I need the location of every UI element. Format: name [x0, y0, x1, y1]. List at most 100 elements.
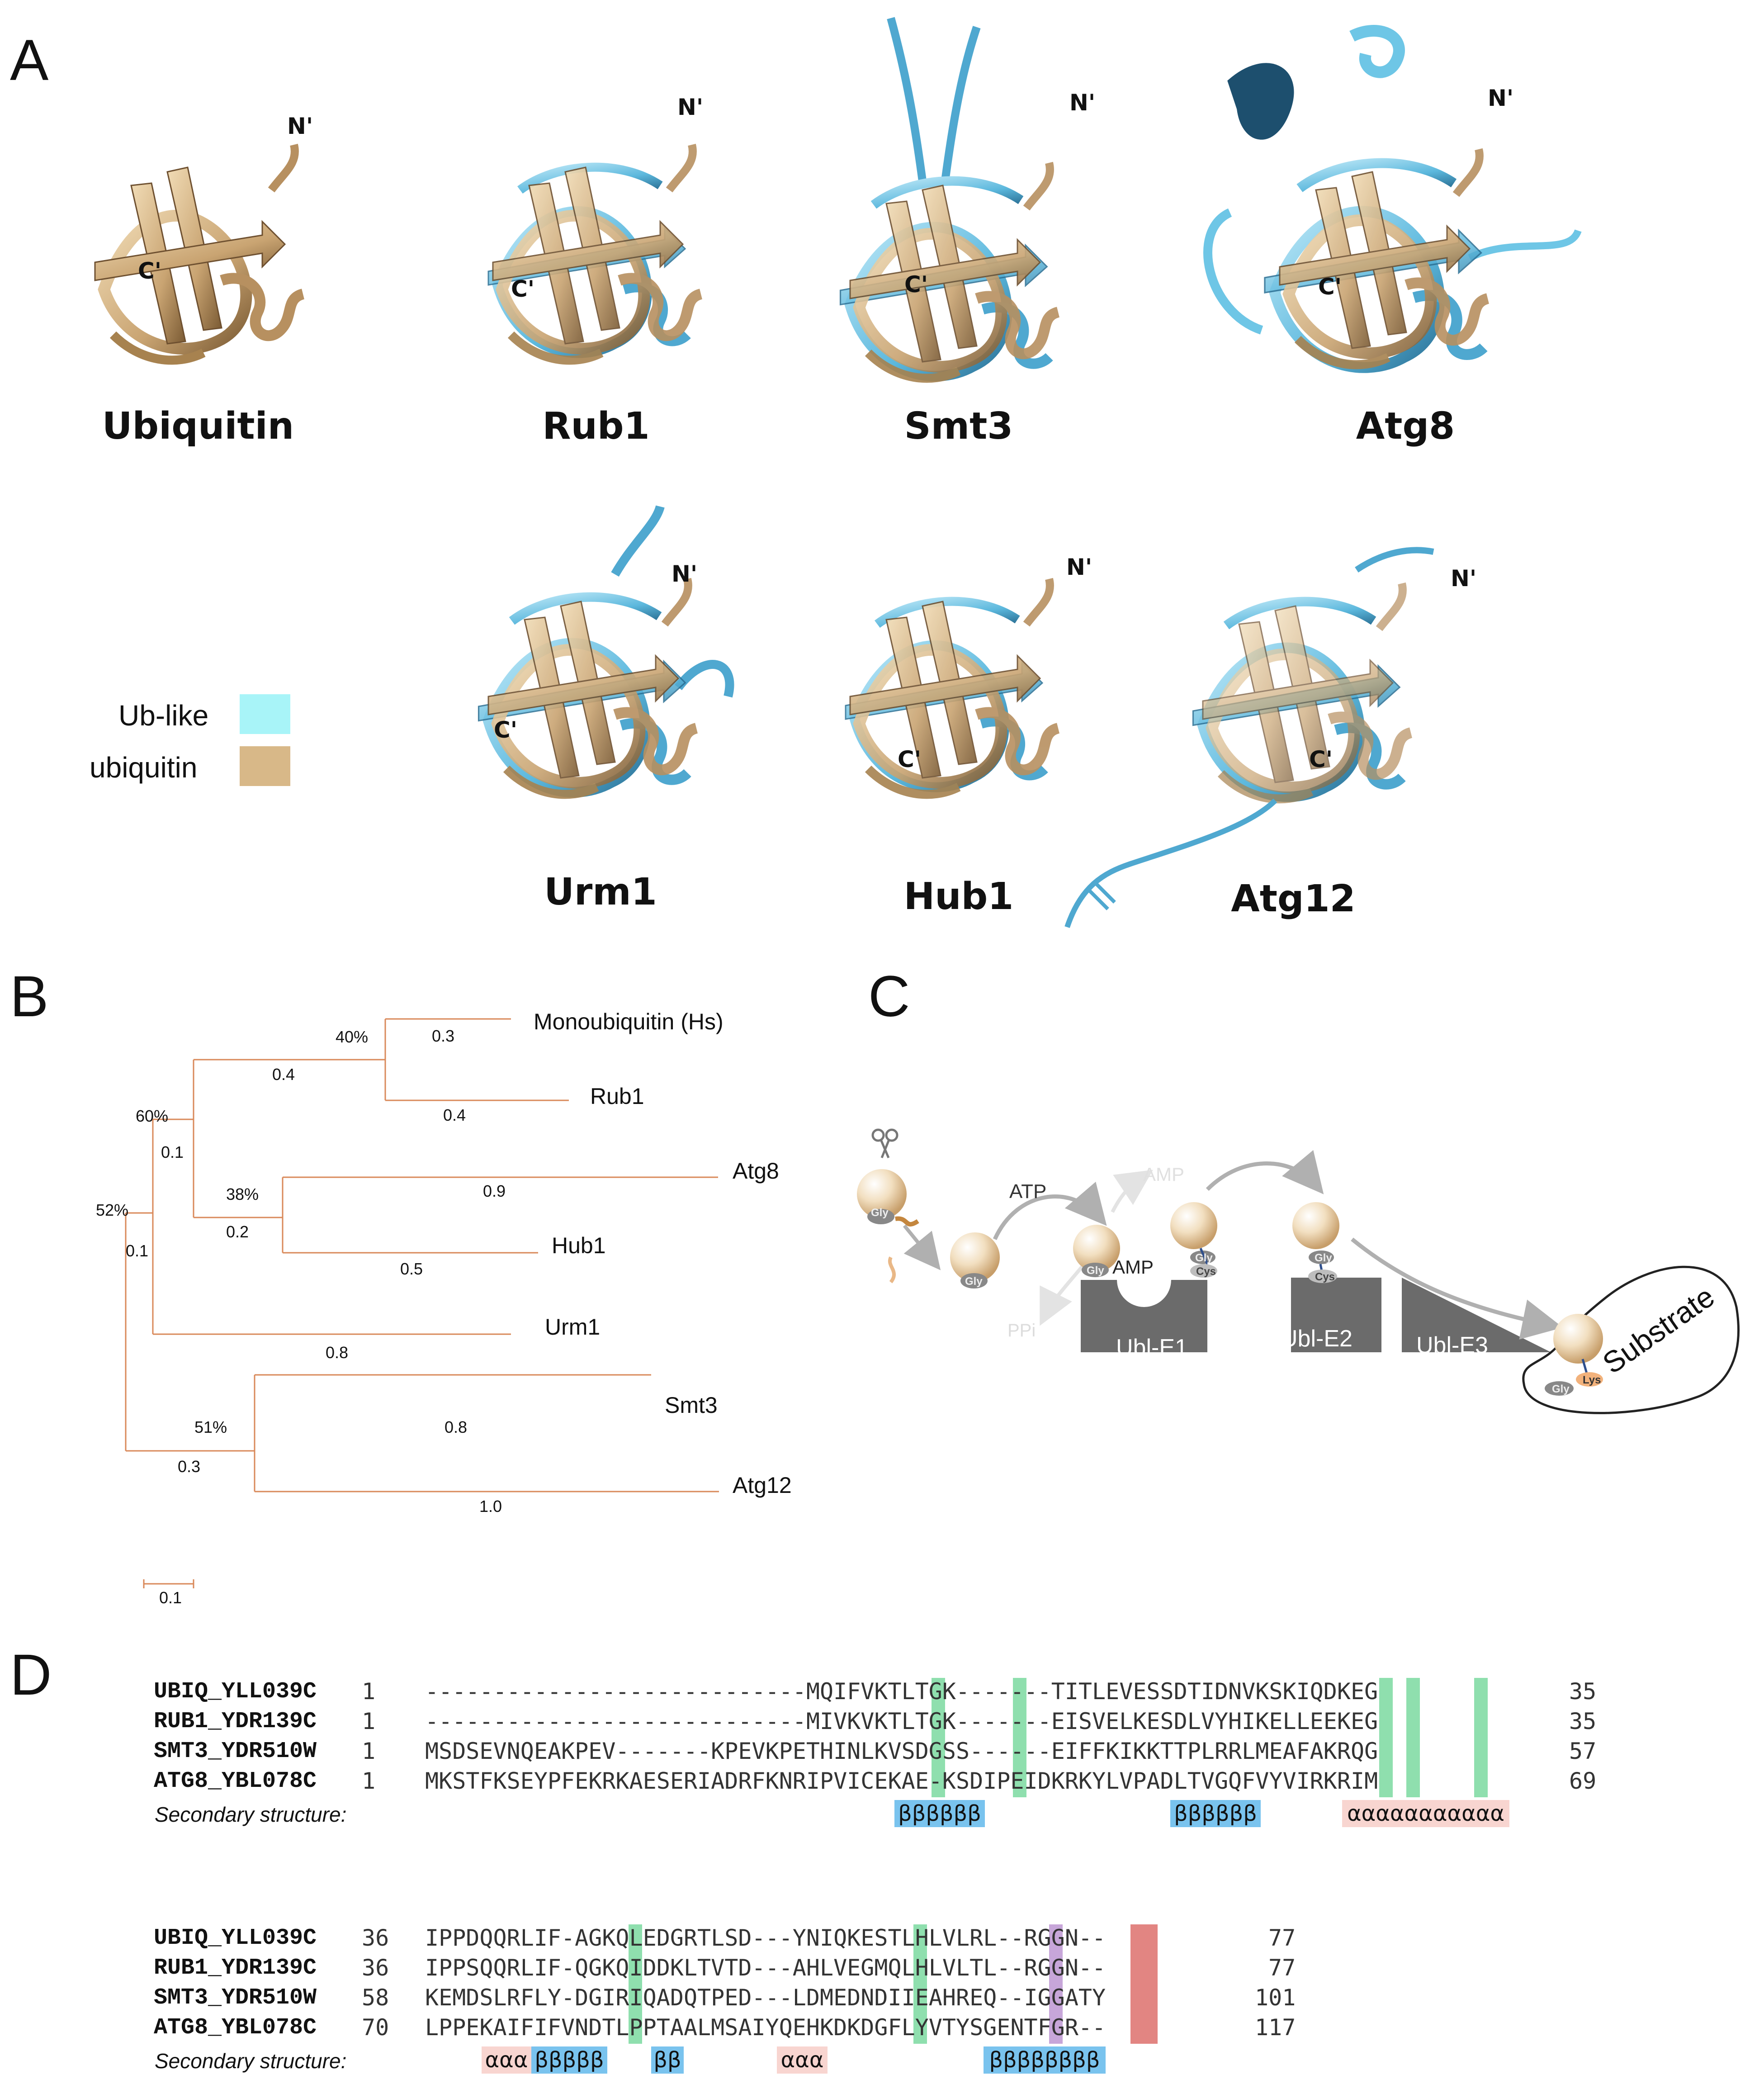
seq-end: 77	[1268, 1925, 1296, 1951]
highlight-conserved	[1474, 1678, 1488, 1797]
legend-label-ubiquitin: ubiquitin	[90, 751, 198, 784]
seq-name: SMT3_YDR510W	[154, 1738, 317, 1764]
pathway-label-amp: AMP	[1112, 1256, 1154, 1278]
lys-tag: Lys	[1583, 1374, 1601, 1386]
ubl-conjugation-pathway	[857, 1128, 1740, 1414]
tree-leaf-monoubiquitin: Monoubiquitin (Hs)	[534, 1009, 724, 1034]
seq-end: 35	[1569, 1708, 1597, 1734]
seq-end: 117	[1255, 2014, 1296, 2041]
highlight-conserved	[1406, 1678, 1420, 1797]
bootstrap-60: 60%	[136, 1107, 169, 1125]
seq-name: RUB1_YDR139C	[154, 1955, 317, 1981]
seq-residues: KEMDSLRFLY-DGIRIQADQTPED---LDMEDNDIIEAHR…	[425, 1985, 1106, 2011]
seq-residues: ----------------------------MIVKVKTLTGK-…	[425, 1708, 1378, 1734]
c-term-urm1: C'	[494, 717, 518, 743]
secondary-structure-label: Secondary structure:	[155, 2049, 347, 2073]
n-term-urm1: N'	[672, 561, 698, 587]
panel-a-letter: A	[10, 28, 49, 93]
legend-swatch-ubiquitin	[240, 746, 290, 786]
c-term-ubiquitin: C'	[138, 258, 162, 284]
seq-residues: ----------------------------MQIFVKTLTGK-…	[425, 1678, 1378, 1705]
alignment-block-2	[0, 1911, 1764, 2065]
seq-start: 36	[362, 1925, 389, 1951]
highlight-conserved	[913, 1924, 927, 2044]
n-term-hub1: N'	[1066, 554, 1092, 580]
seq-name: SMT3_YDR510W	[154, 1985, 317, 2011]
tree-leaf-hub1: Hub1	[552, 1233, 606, 1258]
cys-tag: Cys	[1315, 1271, 1335, 1283]
highlight-conserved-k	[932, 1678, 945, 1797]
branch-length: 0.4	[272, 1065, 295, 1084]
seq-residues: MKSTFKSEYPFEKRKAESERIADRFKNRIPVICEKAE-KS…	[425, 1768, 1378, 1794]
seq-residues: IPPSQQRLIF-QGKQIDDKLTVTD---AHLVEGMQLHLVL…	[425, 1955, 1106, 1981]
pathway-label-atp: ATP	[1009, 1180, 1047, 1203]
phylogenetic-tree	[125, 1018, 719, 1588]
ss-beta-strand: ββ	[651, 2046, 684, 2074]
seq-residues: LPPEKAIFIFVNDTLPPTAALMSAIYQEHKDKDGFLYVTY…	[425, 2014, 1106, 2041]
branch-length: 0.5	[400, 1260, 423, 1278]
alignment-block-1	[0, 1664, 1764, 1818]
structure-name-hub1: Hub1	[903, 875, 1014, 918]
scale-bar-label: 0.1	[159, 1588, 182, 1607]
tree-leaf-atg8: Atg8	[733, 1158, 779, 1184]
cys-tag: Cys	[1196, 1265, 1216, 1278]
branch-length: 0.1	[161, 1143, 184, 1161]
branch-length: 0.8	[445, 1418, 468, 1436]
seq-residues: IPPDQQRLIF-AGKQLEDGRTLSD---YNIQKESTLHLVL…	[425, 1925, 1106, 1951]
branch-length: 0.1	[126, 1241, 149, 1260]
n-term-atg8: N'	[1488, 85, 1514, 111]
branch-length: 0.2	[226, 1222, 249, 1241]
gly-tag: Gly	[871, 1207, 889, 1219]
structure-name-smt3: Smt3	[904, 405, 1013, 448]
c-term-rub1: C'	[511, 276, 535, 302]
legend-swatch-ublike	[240, 694, 290, 734]
enzyme-label-e1: Ubl-E1	[1116, 1335, 1188, 1361]
c-term-hub1: C'	[898, 746, 922, 772]
structure-name-atg8: Atg8	[1356, 405, 1455, 448]
branch-length: 0.3	[432, 1027, 455, 1045]
seq-name: UBIQ_YLL039C	[154, 1925, 317, 1951]
ss-beta-strand: ββββββ	[894, 1800, 985, 1827]
ss-alpha-helix: ααααααααααα	[1342, 1800, 1509, 1827]
ss-beta-strand: ββββββββ	[984, 2046, 1106, 2074]
seq-end: 69	[1569, 1768, 1597, 1794]
secondary-structure-label: Secondary structure:	[155, 1803, 347, 1826]
ss-beta-strand: ββββββ	[1170, 1800, 1261, 1827]
seq-end: 101	[1255, 1985, 1296, 2011]
ss-alpha-helix: ααα	[777, 2046, 828, 2074]
branch-length: 0.9	[483, 1182, 506, 1200]
c-term-smt3: C'	[904, 271, 928, 298]
seq-start: 1	[362, 1738, 376, 1764]
highlight-purple	[1049, 1924, 1063, 2044]
gly-tag: Gly	[1087, 1265, 1104, 1277]
seq-start: 1	[362, 1708, 376, 1734]
branch-length: 1.0	[479, 1497, 502, 1516]
seq-start: 58	[362, 1985, 389, 2011]
c-term-atg8: C'	[1318, 274, 1342, 300]
branch-length: 0.8	[326, 1343, 349, 1362]
enzyme-label-e3: Ubl-E3	[1416, 1332, 1488, 1359]
bootstrap-38: 38%	[226, 1185, 259, 1203]
highlight-conserved	[629, 1924, 642, 2044]
seq-name: UBIQ_YLL039C	[154, 1679, 317, 1705]
structure-name-atg12: Atg12	[1231, 877, 1356, 920]
bootstrap-40: 40%	[336, 1028, 369, 1046]
gly-tag: Gly	[1315, 1252, 1332, 1264]
structure-name-ubiquitin: Ubiquitin	[102, 405, 294, 448]
panel-a-structures	[0, 17, 1582, 928]
seq-residues: MSDSEVNQEAKPEV-------KPEVKPETHINLKVSDGSS…	[425, 1738, 1378, 1764]
highlight-conserved-k	[1013, 1678, 1026, 1797]
seq-start: 70	[362, 2014, 389, 2041]
panel-c-letter: C	[868, 964, 910, 1029]
panel-d-letter: D	[10, 1643, 52, 1707]
scissors-icon	[871, 1128, 899, 1158]
seq-start: 1	[362, 1678, 376, 1705]
n-term-smt3: N'	[1069, 90, 1096, 116]
seq-end: 77	[1268, 1955, 1296, 1981]
gly-tag: Gly	[1195, 1252, 1213, 1264]
seq-start: 1	[362, 1768, 376, 1794]
bootstrap-51: 51%	[194, 1418, 227, 1436]
seq-name: ATG8_YBL078C	[154, 1768, 317, 1794]
ss-beta-strand: βββββ	[531, 2046, 607, 2074]
seq-name: RUB1_YDR139C	[154, 1709, 317, 1734]
